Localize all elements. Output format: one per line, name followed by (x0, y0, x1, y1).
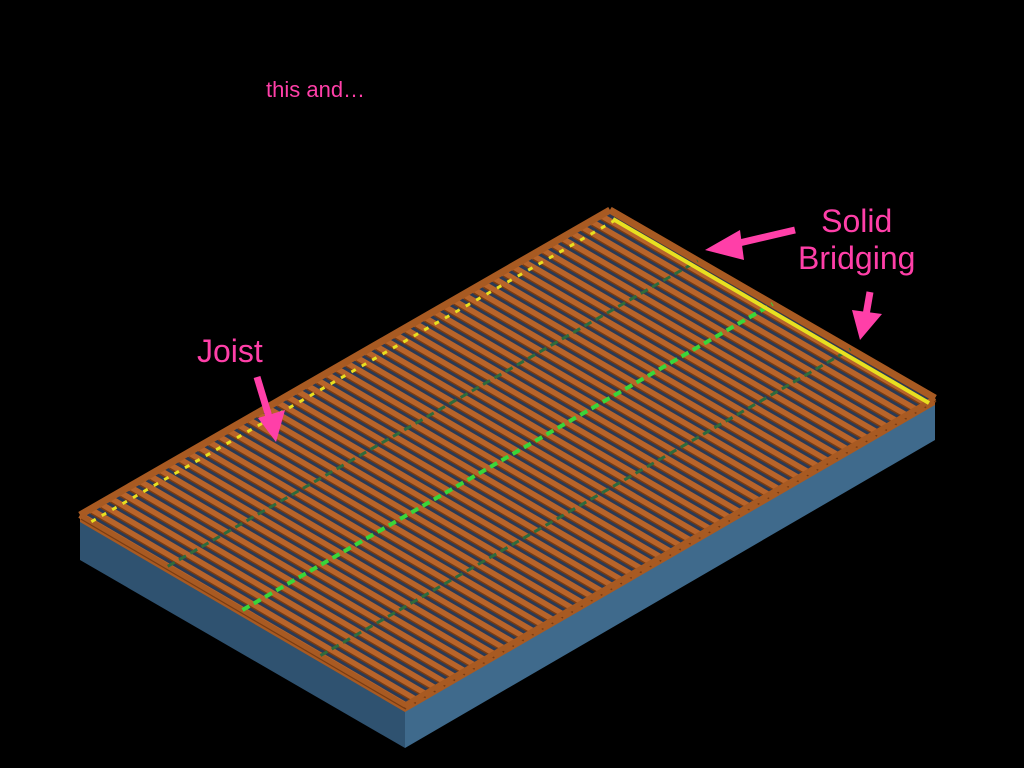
joist (470, 286, 800, 481)
joist-group (78, 206, 937, 710)
joist-shadow (453, 303, 780, 494)
joist (323, 370, 653, 566)
foundation-right-face (405, 400, 935, 748)
joist-shadow (168, 467, 495, 659)
joist-shadow (473, 292, 799, 483)
solid-bridging-row (167, 259, 699, 568)
joist-shadow (208, 444, 534, 636)
joist (97, 500, 427, 697)
joist-shadow (110, 501, 436, 693)
joist-shadow (365, 354, 692, 545)
rim-board (403, 395, 937, 708)
joist-shadow (443, 309, 770, 500)
joist-shadow (424, 320, 750, 511)
joist-shadow (561, 241, 888, 432)
joist-shadow (139, 484, 466, 676)
joist-label: Joist (197, 333, 263, 369)
joist-shadow (571, 235, 898, 426)
joist-shadow (404, 331, 731, 523)
joist-shadow (119, 495, 446, 687)
joist (559, 235, 888, 430)
arrow-down-icon (852, 291, 882, 340)
arrow-left-icon (705, 226, 796, 260)
end-plate (611, 217, 931, 405)
joist (245, 416, 574, 612)
joist (402, 325, 731, 521)
joist (392, 331, 721, 526)
joist-shadow (600, 218, 927, 409)
foundation-front-face (80, 520, 405, 748)
joist (412, 320, 741, 515)
joist-shadow (267, 411, 593, 602)
joist-shadow (149, 478, 476, 670)
joist (313, 376, 643, 572)
joist-shadow (257, 416, 584, 608)
joist-shadow (483, 286, 809, 477)
solid-bridging-label: Solid Bridging (798, 203, 915, 277)
joist (333, 365, 662, 560)
joist-shadow (502, 275, 829, 466)
joist-shadow (394, 337, 721, 528)
slide-caption: this and… (266, 77, 366, 102)
arrow-down-icon (253, 375, 285, 442)
joist-shadow (433, 315, 760, 505)
joist (156, 467, 486, 663)
joist-shadow (541, 252, 868, 443)
joist-shadow (463, 298, 790, 488)
joist (235, 421, 564, 617)
joist-shadow (247, 422, 574, 613)
solid-bridging-label-line2: Bridging (798, 239, 916, 276)
joist-shadow (355, 360, 682, 551)
joist-shadow (316, 382, 642, 574)
joist-shadow (512, 269, 839, 460)
joist (176, 455, 505, 651)
joist (549, 241, 878, 435)
joist-shadow (532, 258, 858, 449)
joist-shadow (590, 224, 917, 415)
joist-shadow (414, 326, 741, 517)
joist-shadow (276, 405, 603, 596)
joist-shadow (80, 518, 407, 710)
solid-bridging-row (241, 302, 774, 612)
joist (166, 461, 495, 657)
joist-shadow (188, 456, 515, 648)
joist-shadow (306, 388, 633, 579)
end-plate-group (90, 215, 931, 523)
joist-shadow (100, 507, 427, 699)
joist-shadow (90, 512, 417, 704)
joist-shadow (335, 371, 662, 562)
joist-shadow (325, 377, 652, 568)
joist-shadow (129, 490, 456, 682)
joist-shadow (227, 433, 554, 625)
joist-shadow (286, 399, 613, 591)
joist-shadow (492, 281, 819, 471)
joist-shadow (345, 365, 672, 557)
joist-shadow (237, 427, 564, 619)
solid-bridging-label-line1: Solid (821, 203, 893, 239)
joist (461, 291, 790, 487)
joist-shadow (522, 264, 849, 454)
joist-shadow (218, 439, 544, 631)
joist (88, 506, 417, 703)
joist (539, 246, 868, 441)
joist-shadow (159, 473, 485, 665)
joist-shadow (296, 394, 623, 585)
joist (255, 410, 584, 606)
rim-board (78, 206, 612, 519)
joist-shadow (551, 247, 878, 437)
solid-bridging-row (319, 347, 852, 657)
joist-shadow (198, 450, 525, 642)
bridging-group (167, 259, 852, 657)
joist-shadow (384, 343, 711, 534)
joist (480, 280, 810, 475)
joist-shadow (375, 348, 701, 540)
joist-shadow (581, 230, 907, 420)
joist-shadow (178, 461, 505, 653)
